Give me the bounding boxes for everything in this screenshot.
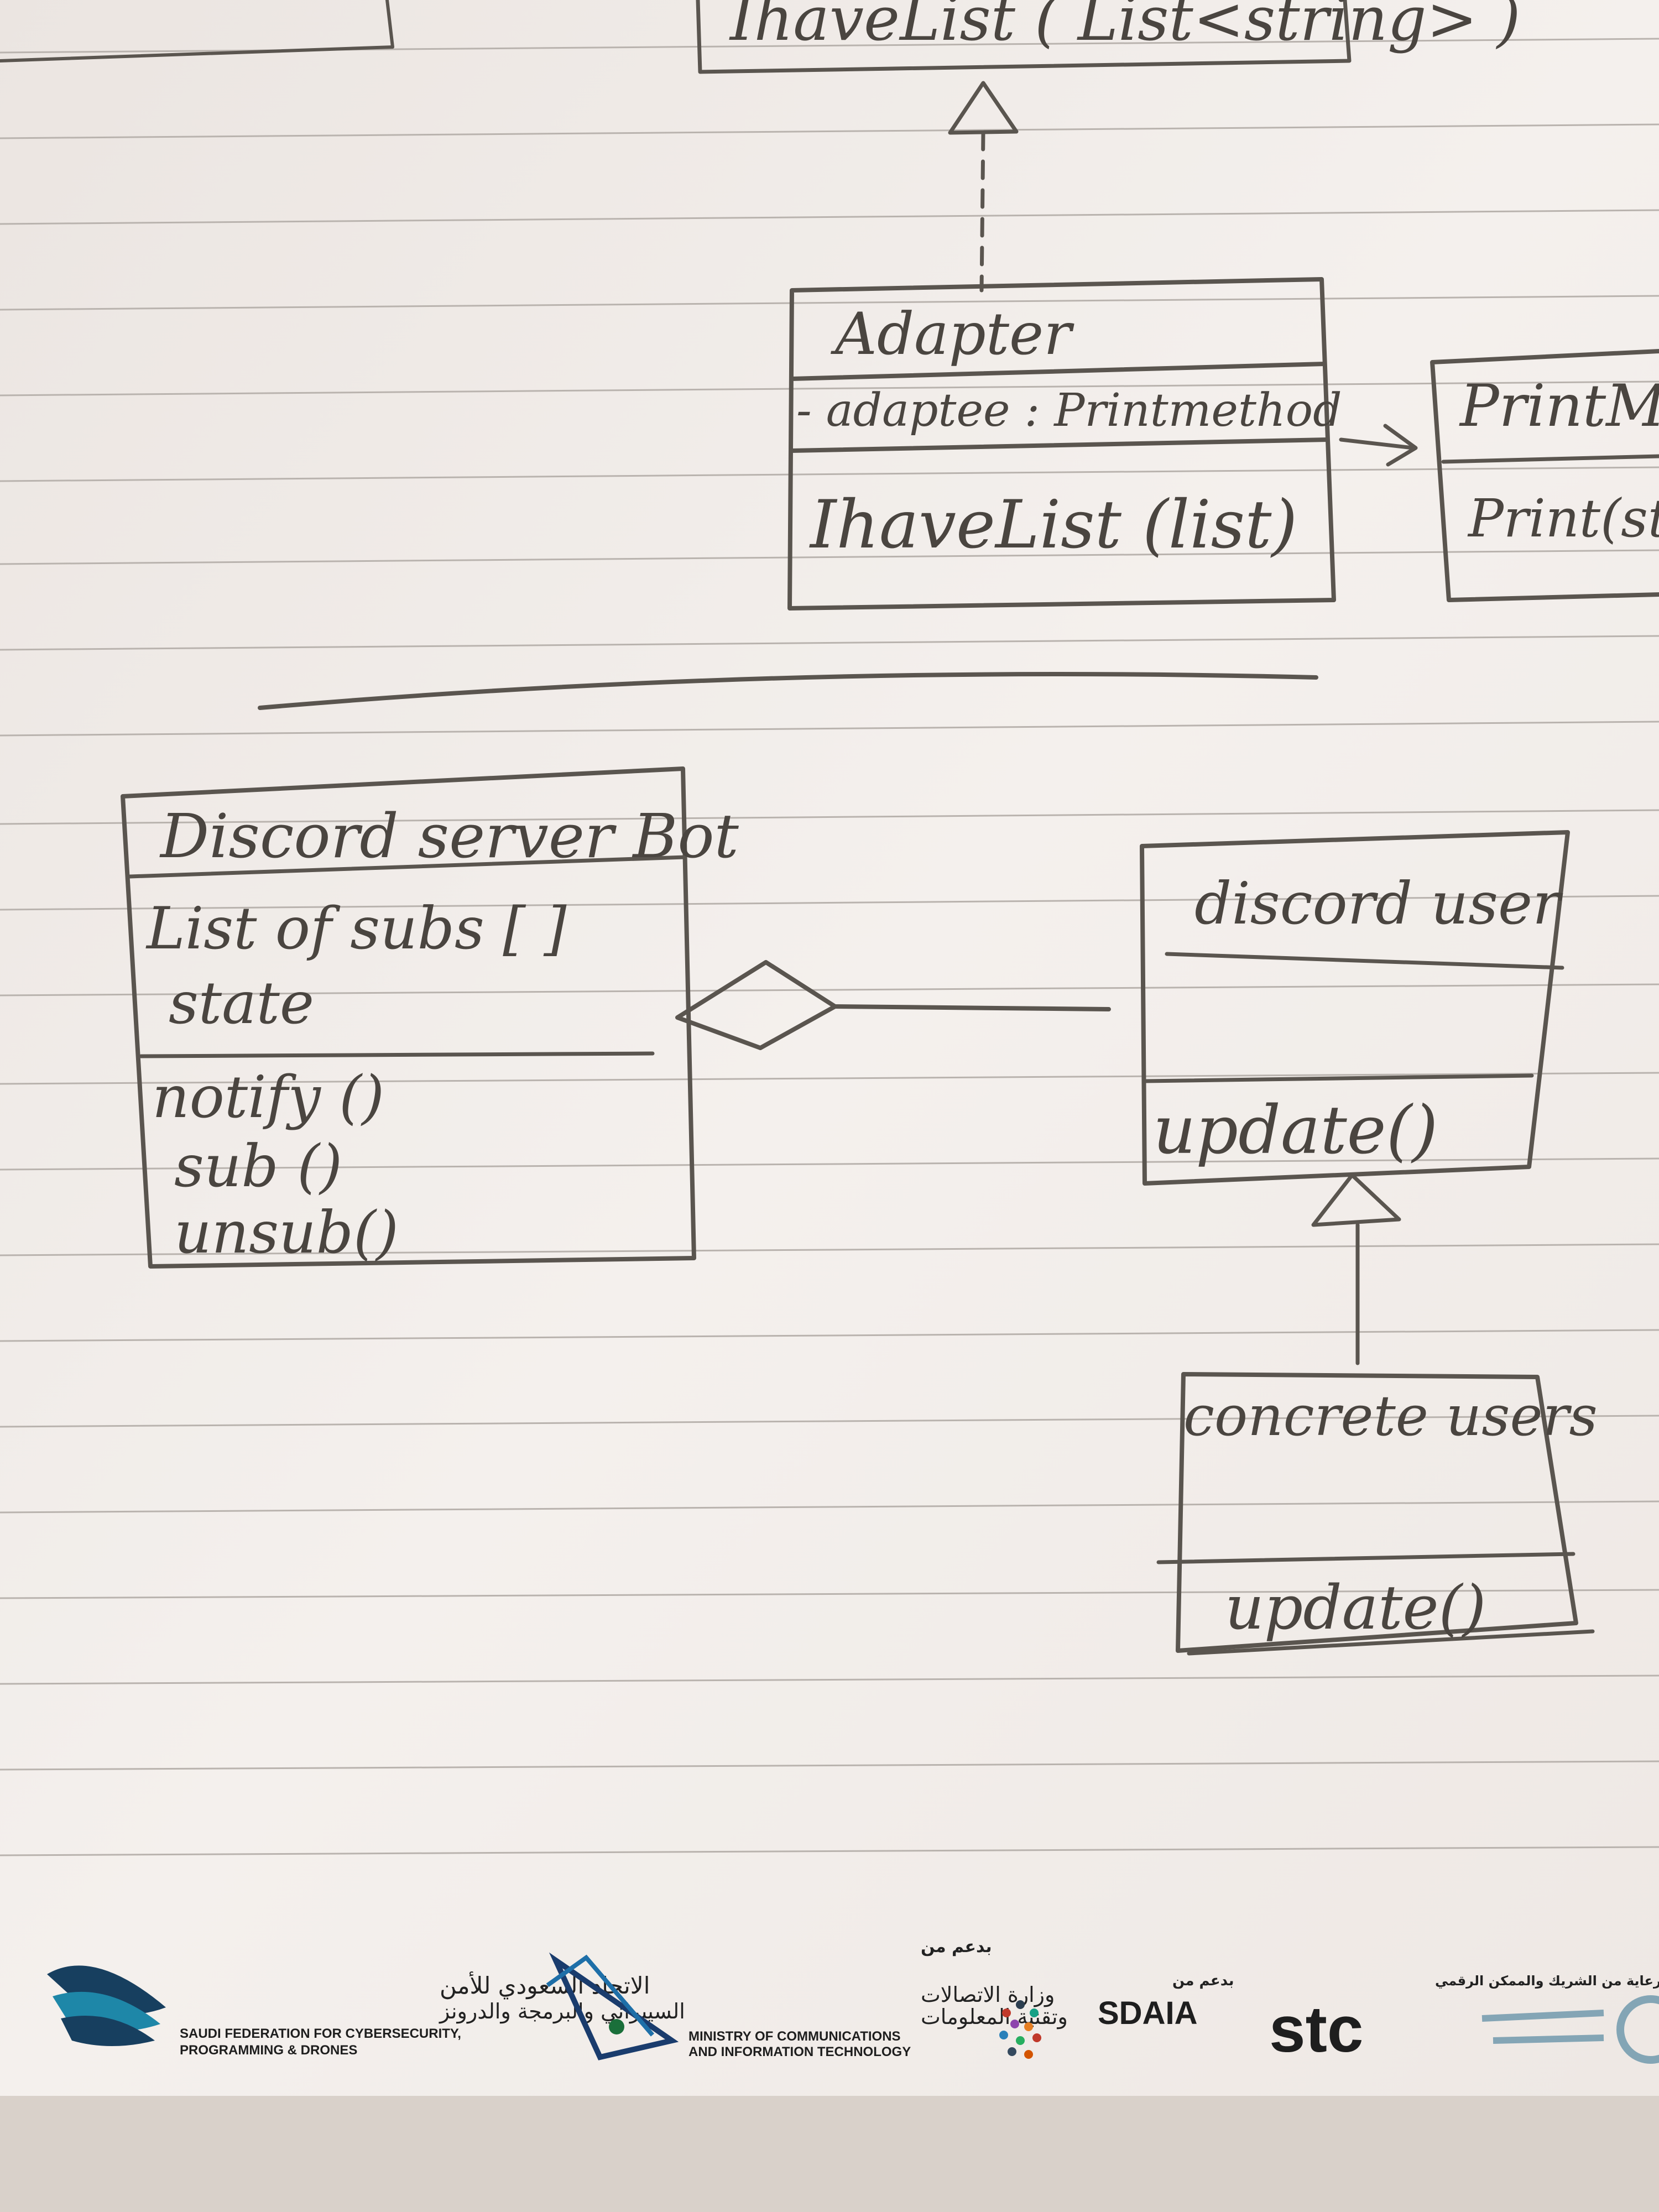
adapter-attribute: - adaptee : Printmethod xyxy=(796,384,1342,437)
realization-arrow xyxy=(948,81,1019,293)
supported-by-label: بدعم من xyxy=(921,1937,992,1957)
aggregation-link xyxy=(675,960,1111,1050)
sponsor-4-label: برعاية من الشريك والممكن الرقمي xyxy=(1435,1973,1659,1989)
observer-class-box: discord user update() xyxy=(1140,830,1570,1186)
inheritance-arrow xyxy=(1311,1173,1401,1365)
adapter-method: IhaveList (list) xyxy=(809,487,1297,564)
subject-attribute-1: List of subs [ ] xyxy=(145,895,567,962)
target-interface-name: IhaveList ( List<string> ) xyxy=(729,0,1521,54)
subject-attribute-2: state xyxy=(169,969,314,1037)
section-divider xyxy=(258,672,1318,710)
table-surface xyxy=(0,2096,1659,2212)
adaptee-class-box: PrintMe Print(stri xyxy=(1430,349,1659,602)
subject-class-box: Discord server Bot List of subs [ ] stat… xyxy=(121,766,739,1269)
sponsor-1-english-line-2: PROGRAMMING & DRONES xyxy=(180,2043,357,2058)
subject-method-2: sub () xyxy=(174,1133,342,1200)
target-interface-box: IhaveList ( List<string> ) xyxy=(696,0,1521,74)
adapter-class-name: Adapter xyxy=(831,300,1074,368)
footer-sponsors: الاتحاد السعودي للأمن السيبراني والبرمجة… xyxy=(47,1937,1659,2066)
concrete-class-name: concrete users xyxy=(1183,1384,1598,1448)
observer-method: update() xyxy=(1153,1092,1438,1169)
concrete-class-box: concrete users update() xyxy=(1156,1372,1598,1656)
partial-logo-right xyxy=(1481,1995,1659,2064)
association-arrow xyxy=(1339,424,1418,467)
partial-box-top-left xyxy=(0,0,394,62)
observer-class-name: discord user xyxy=(1194,870,1563,937)
concrete-method: update() xyxy=(1225,1572,1486,1643)
sponsor-2-english-line-2: AND INFORMATION TECHNOLOGY xyxy=(688,2044,911,2059)
sponsor-2-english-line-1: MINISTRY OF COMMUNICATIONS xyxy=(688,2029,901,2044)
ministry-logo xyxy=(546,1952,679,2060)
sponsor-3-label: بدعم من xyxy=(1172,1973,1234,1989)
subject-class-name: Discord server Bot xyxy=(159,801,739,872)
subject-method-3: unsub() xyxy=(174,1199,399,1266)
saudi-federation-logo xyxy=(47,1965,166,2046)
sponsor-1-arabic-line-2: السيبراني والبرمجة والدرونز xyxy=(439,1999,685,2024)
sponsor-1-english-line-1: SAUDI FEDERATION FOR CYBERSECURITY, xyxy=(180,2026,461,2041)
sponsor-2-arabic-line-2: وتقنية المعلومات xyxy=(921,2005,1068,2030)
adapter-class-box: Adapter - adaptee : Printmethod IhaveLis… xyxy=(787,277,1342,611)
paper-sheet xyxy=(0,0,1659,2096)
ruled-lines xyxy=(0,38,1659,1856)
sdaia-name: SDAIA xyxy=(1098,1995,1197,2031)
sponsor-2-arabic-line-1: وزارة الاتصالات xyxy=(921,1983,1055,2007)
sdaia-logo-mark xyxy=(999,2000,1041,2059)
adaptee-class-name: PrintMe xyxy=(1459,372,1659,440)
subject-method-1: notify () xyxy=(152,1063,384,1131)
stc-name: stc xyxy=(1269,1993,1364,2066)
adaptee-method: Print(stri xyxy=(1467,488,1659,549)
